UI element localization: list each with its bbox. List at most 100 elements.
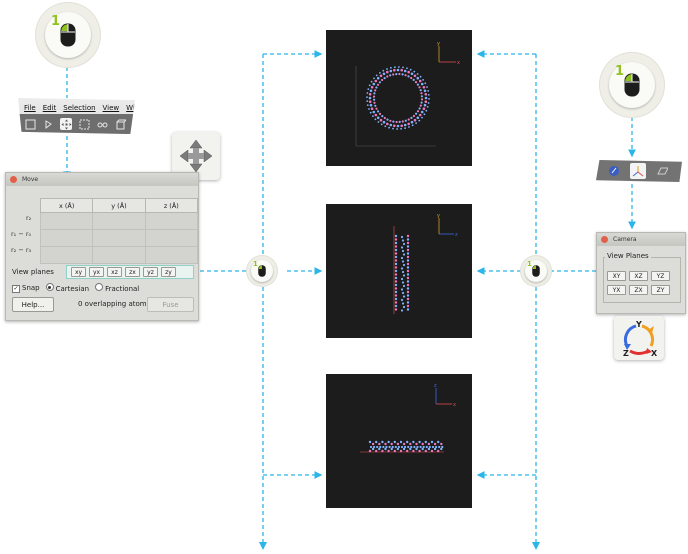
camera-zx-button[interactable]: ZX	[629, 285, 648, 295]
view-plane-yx-button[interactable]: yx	[89, 267, 104, 277]
atom	[394, 280, 398, 283]
cartesian-radio[interactable]: Cartesian	[45, 283, 90, 293]
atom	[427, 90, 430, 92]
camera-zy-button[interactable]: ZY	[651, 285, 670, 295]
atom	[424, 96, 428, 100]
viewport-yz[interactable]: z y	[326, 204, 472, 338]
atom	[420, 110, 424, 114]
cartesian-label: Cartesian	[55, 285, 90, 293]
atom	[373, 101, 376, 104]
table-cell[interactable]	[144, 229, 199, 247]
atom	[371, 442, 375, 446]
view-plane-xy-button[interactable]: xy	[71, 267, 86, 277]
atom	[406, 241, 410, 245]
atom	[378, 442, 381, 446]
menu-file[interactable]: File	[24, 104, 36, 112]
atom	[369, 89, 373, 93]
atom	[407, 118, 410, 121]
atom	[424, 93, 428, 96]
atom	[404, 127, 406, 130]
move-tool-icon[interactable]	[60, 118, 72, 130]
atom	[398, 120, 401, 123]
rotate-tool-icon[interactable]	[78, 118, 90, 130]
atom	[406, 440, 409, 444]
atom	[423, 113, 426, 116]
atom	[412, 114, 415, 118]
view-plane-yz-button[interactable]: yz	[143, 267, 158, 277]
atom	[433, 447, 437, 451]
view-plane-zy-button[interactable]: zy	[161, 267, 176, 277]
atom	[437, 449, 440, 453]
menu-view[interactable]: View	[102, 104, 120, 112]
move-dialog-titlebar: Move	[6, 173, 198, 186]
camera-yz-button[interactable]: YZ	[651, 271, 670, 281]
view-plane-xz-button[interactable]: xz	[107, 267, 122, 277]
select-rect-tool-icon[interactable]	[24, 118, 36, 130]
atom	[409, 68, 412, 71]
atom	[394, 294, 398, 297]
badge-number: 1	[615, 64, 625, 79]
table-cell[interactable]	[144, 212, 199, 230]
menu-window[interactable]: Wi	[126, 104, 135, 112]
atom	[394, 238, 398, 241]
table-cell[interactable]	[92, 212, 146, 230]
atom	[406, 252, 410, 255]
atom	[402, 274, 406, 277]
atom	[422, 445, 425, 449]
atom	[379, 445, 382, 449]
view-plane-zx-button[interactable]: zx	[125, 267, 140, 277]
viewport-xz[interactable]: x z	[326, 374, 472, 508]
menubar-fragment: File Edit Selection View Wi	[18, 98, 135, 134]
close-icon[interactable]	[10, 176, 17, 183]
badge-number: 1	[51, 14, 61, 29]
camera-tool-icon[interactable]	[630, 163, 646, 179]
fuse-button[interactable]: Fuse	[147, 297, 194, 312]
atom	[396, 68, 400, 72]
viewport-xy[interactable]: x y	[326, 30, 472, 166]
atom	[404, 74, 407, 77]
table-cell[interactable]	[39, 246, 94, 264]
atom	[412, 78, 415, 81]
atom	[381, 440, 384, 444]
atom	[379, 72, 381, 74]
atom	[426, 106, 429, 108]
pen-tool-icon[interactable]	[608, 165, 620, 177]
atom	[383, 77, 386, 80]
help-button[interactable]: Help...	[12, 297, 54, 312]
bond-tool-icon[interactable]	[96, 118, 108, 130]
snap-checkbox[interactable]: ✓Snap	[12, 284, 40, 293]
camera-yx-button[interactable]: YX	[607, 285, 626, 295]
atom	[370, 86, 374, 89]
atom	[400, 127, 402, 130]
atom	[401, 291, 405, 295]
table-cell[interactable]	[39, 229, 94, 247]
table-cell[interactable]	[92, 229, 146, 247]
atom	[389, 69, 393, 73]
atom	[402, 305, 406, 309]
camera-xz-button[interactable]: XZ	[629, 271, 648, 281]
atom	[416, 76, 420, 80]
atom	[407, 70, 410, 74]
shape-tool-icon[interactable]	[656, 165, 668, 177]
fractional-radio[interactable]: Fractional	[95, 283, 139, 293]
close-icon[interactable]	[601, 236, 608, 243]
atom	[390, 66, 392, 69]
atom	[386, 118, 389, 121]
atom	[402, 263, 406, 267]
atom	[375, 449, 378, 453]
atom	[386, 122, 389, 126]
menu-edit[interactable]: Edit	[42, 104, 57, 112]
mouse-icon	[624, 73, 640, 97]
atom	[382, 120, 386, 124]
table-cell[interactable]	[144, 246, 199, 264]
menu-selection[interactable]: Selection	[63, 104, 96, 112]
cube-tool-icon[interactable]	[114, 118, 126, 130]
camera-xy-button[interactable]: XY	[607, 271, 626, 281]
table-cell[interactable]	[92, 246, 146, 264]
atom	[425, 445, 428, 449]
atom	[399, 449, 403, 453]
atom	[418, 440, 421, 444]
molecule-top-view: x z	[360, 383, 456, 453]
lasso-tool-icon[interactable]	[42, 118, 54, 130]
table-cell[interactable]	[39, 212, 94, 230]
